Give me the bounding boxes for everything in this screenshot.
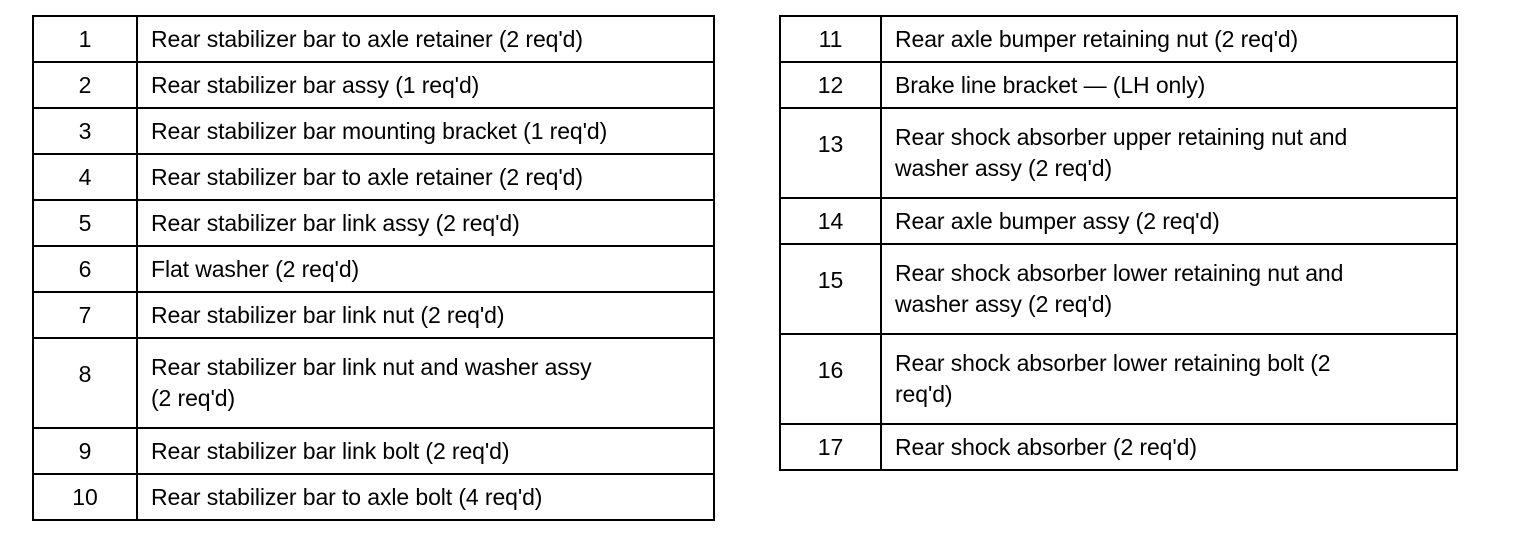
description-line: Rear stabilizer bar assy (1 req'd) xyxy=(151,71,480,98)
description-line: Brake line bracket — (LH only) xyxy=(895,71,1206,98)
description-line: req'd) xyxy=(895,381,953,407)
part-description-cell: Rear stabilizer bar assy (1 req'd) xyxy=(136,61,715,109)
part-number-cell: 13 xyxy=(779,107,882,199)
part-number-cell: 8 xyxy=(32,337,138,429)
right-parts-table: 11 Rear axle bumper retaining nut (2 req… xyxy=(779,15,1458,471)
part-description-cell: Rear shock absorber upper retaining nut … xyxy=(880,107,1458,199)
part-number-cell: 14 xyxy=(779,197,882,245)
part-number-cell: 15 xyxy=(779,243,882,335)
right-parts-table-body: 11 Rear axle bumper retaining nut (2 req… xyxy=(779,15,1458,471)
part-number-cell: 3 xyxy=(32,107,138,155)
part-number-cell: 9 xyxy=(32,427,138,475)
description-line: (2 req'd) xyxy=(151,385,236,411)
part-description-cell: Rear stabilizer bar link nut (2 req'd) xyxy=(136,291,715,339)
table-row: 6 Flat washer (2 req'd) xyxy=(32,245,715,293)
left-parts-table-body: 1 Rear stabilizer bar to axle retainer (… xyxy=(32,15,715,521)
description-line: washer assy (2 req'd) xyxy=(895,155,1113,181)
table-row: 17 Rear shock absorber (2 req'd) xyxy=(779,423,1458,471)
table-row: 12 Brake line bracket — (LH only) xyxy=(779,61,1458,109)
part-description-cell: Rear shock absorber (2 req'd) xyxy=(880,423,1458,471)
description-line: Rear stabilizer bar link assy (2 req'd) xyxy=(151,209,520,236)
part-description-cell: Rear axle bumper assy (2 req'd) xyxy=(880,197,1458,245)
table-row: 4 Rear stabilizer bar to axle retainer (… xyxy=(32,153,715,201)
description-line: Rear stabilizer bar to axle retainer (2 … xyxy=(151,163,583,190)
part-number-cell: 7 xyxy=(32,291,138,339)
part-number-cell: 6 xyxy=(32,245,138,293)
description-line: Rear shock absorber upper retaining nut … xyxy=(895,124,1348,150)
part-description-cell: Rear shock absorber lower retaining bolt… xyxy=(880,333,1458,425)
part-number-cell: 16 xyxy=(779,333,882,425)
description-line: Rear stabilizer bar mounting bracket (1 … xyxy=(151,117,608,144)
description-line: Rear shock absorber lower retaining bolt… xyxy=(895,350,1331,376)
part-description-cell: Brake line bracket — (LH only) xyxy=(880,61,1458,109)
part-description-cell: Rear stabilizer bar to axle retainer (2 … xyxy=(136,15,715,63)
part-description-cell: Rear stabilizer bar link nut and washer … xyxy=(136,337,715,429)
part-description-cell: Rear stabilizer bar link bolt (2 req'd) xyxy=(136,427,715,475)
table-row: 7 Rear stabilizer bar link nut (2 req'd) xyxy=(32,291,715,339)
table-row: 15 Rear shock absorber lower retaining n… xyxy=(779,243,1458,335)
part-description-cell: Flat washer (2 req'd) xyxy=(136,245,715,293)
table-row: 10 Rear stabilizer bar to axle bolt (4 r… xyxy=(32,473,715,521)
table-row: 1 Rear stabilizer bar to axle retainer (… xyxy=(32,15,715,63)
left-parts-table: 1 Rear stabilizer bar to axle retainer (… xyxy=(32,15,715,521)
description-line: Rear stabilizer bar to axle retainer (2 … xyxy=(151,25,583,52)
part-number-cell: 11 xyxy=(779,15,882,63)
table-row: 16 Rear shock absorber lower retaining b… xyxy=(779,333,1458,425)
part-number-cell: 2 xyxy=(32,61,138,109)
part-number-cell: 1 xyxy=(32,15,138,63)
part-number-cell: 5 xyxy=(32,199,138,247)
part-number-cell: 10 xyxy=(32,473,138,521)
part-number-cell: 4 xyxy=(32,153,138,201)
description-line: Rear stabilizer bar link bolt (2 req'd) xyxy=(151,437,510,464)
description-line: Rear stabilizer bar to axle bolt (4 req'… xyxy=(151,483,543,510)
description-line: Rear shock absorber (2 req'd) xyxy=(895,433,1197,460)
part-description-cell: Rear stabilizer bar to axle bolt (4 req'… xyxy=(136,473,715,521)
part-description-cell: Rear stabilizer bar to axle retainer (2 … xyxy=(136,153,715,201)
description-line: Rear axle bumper assy (2 req'd) xyxy=(895,207,1220,234)
table-row: 5 Rear stabilizer bar link assy (2 req'd… xyxy=(32,199,715,247)
description-line: Rear axle bumper retaining nut (2 req'd) xyxy=(895,25,1299,52)
description-line: Flat washer (2 req'd) xyxy=(151,255,360,282)
table-row: 14 Rear axle bumper assy (2 req'd) xyxy=(779,197,1458,245)
description-line: Rear stabilizer bar link nut (2 req'd) xyxy=(151,301,505,328)
table-row: 11 Rear axle bumper retaining nut (2 req… xyxy=(779,15,1458,63)
part-description-cell: Rear stabilizer bar link assy (2 req'd) xyxy=(136,199,715,247)
table-row: 13 Rear shock absorber upper retaining n… xyxy=(779,107,1458,199)
table-row: 9 Rear stabilizer bar link bolt (2 req'd… xyxy=(32,427,715,475)
part-description-cell: Rear shock absorber lower retaining nut … xyxy=(880,243,1458,335)
description-line: Rear stabilizer bar link nut and washer … xyxy=(151,354,592,380)
description-line: washer assy (2 req'd) xyxy=(895,291,1113,317)
table-row: 3 Rear stabilizer bar mounting bracket (… xyxy=(32,107,715,155)
part-number-cell: 12 xyxy=(779,61,882,109)
part-description-cell: Rear stabilizer bar mounting bracket (1 … xyxy=(136,107,715,155)
part-number-cell: 17 xyxy=(779,423,882,471)
table-row: 8 Rear stabilizer bar link nut and washe… xyxy=(32,337,715,429)
table-row: 2 Rear stabilizer bar assy (1 req'd) xyxy=(32,61,715,109)
part-description-cell: Rear axle bumper retaining nut (2 req'd) xyxy=(880,15,1458,63)
description-line: Rear shock absorber lower retaining nut … xyxy=(895,260,1344,286)
